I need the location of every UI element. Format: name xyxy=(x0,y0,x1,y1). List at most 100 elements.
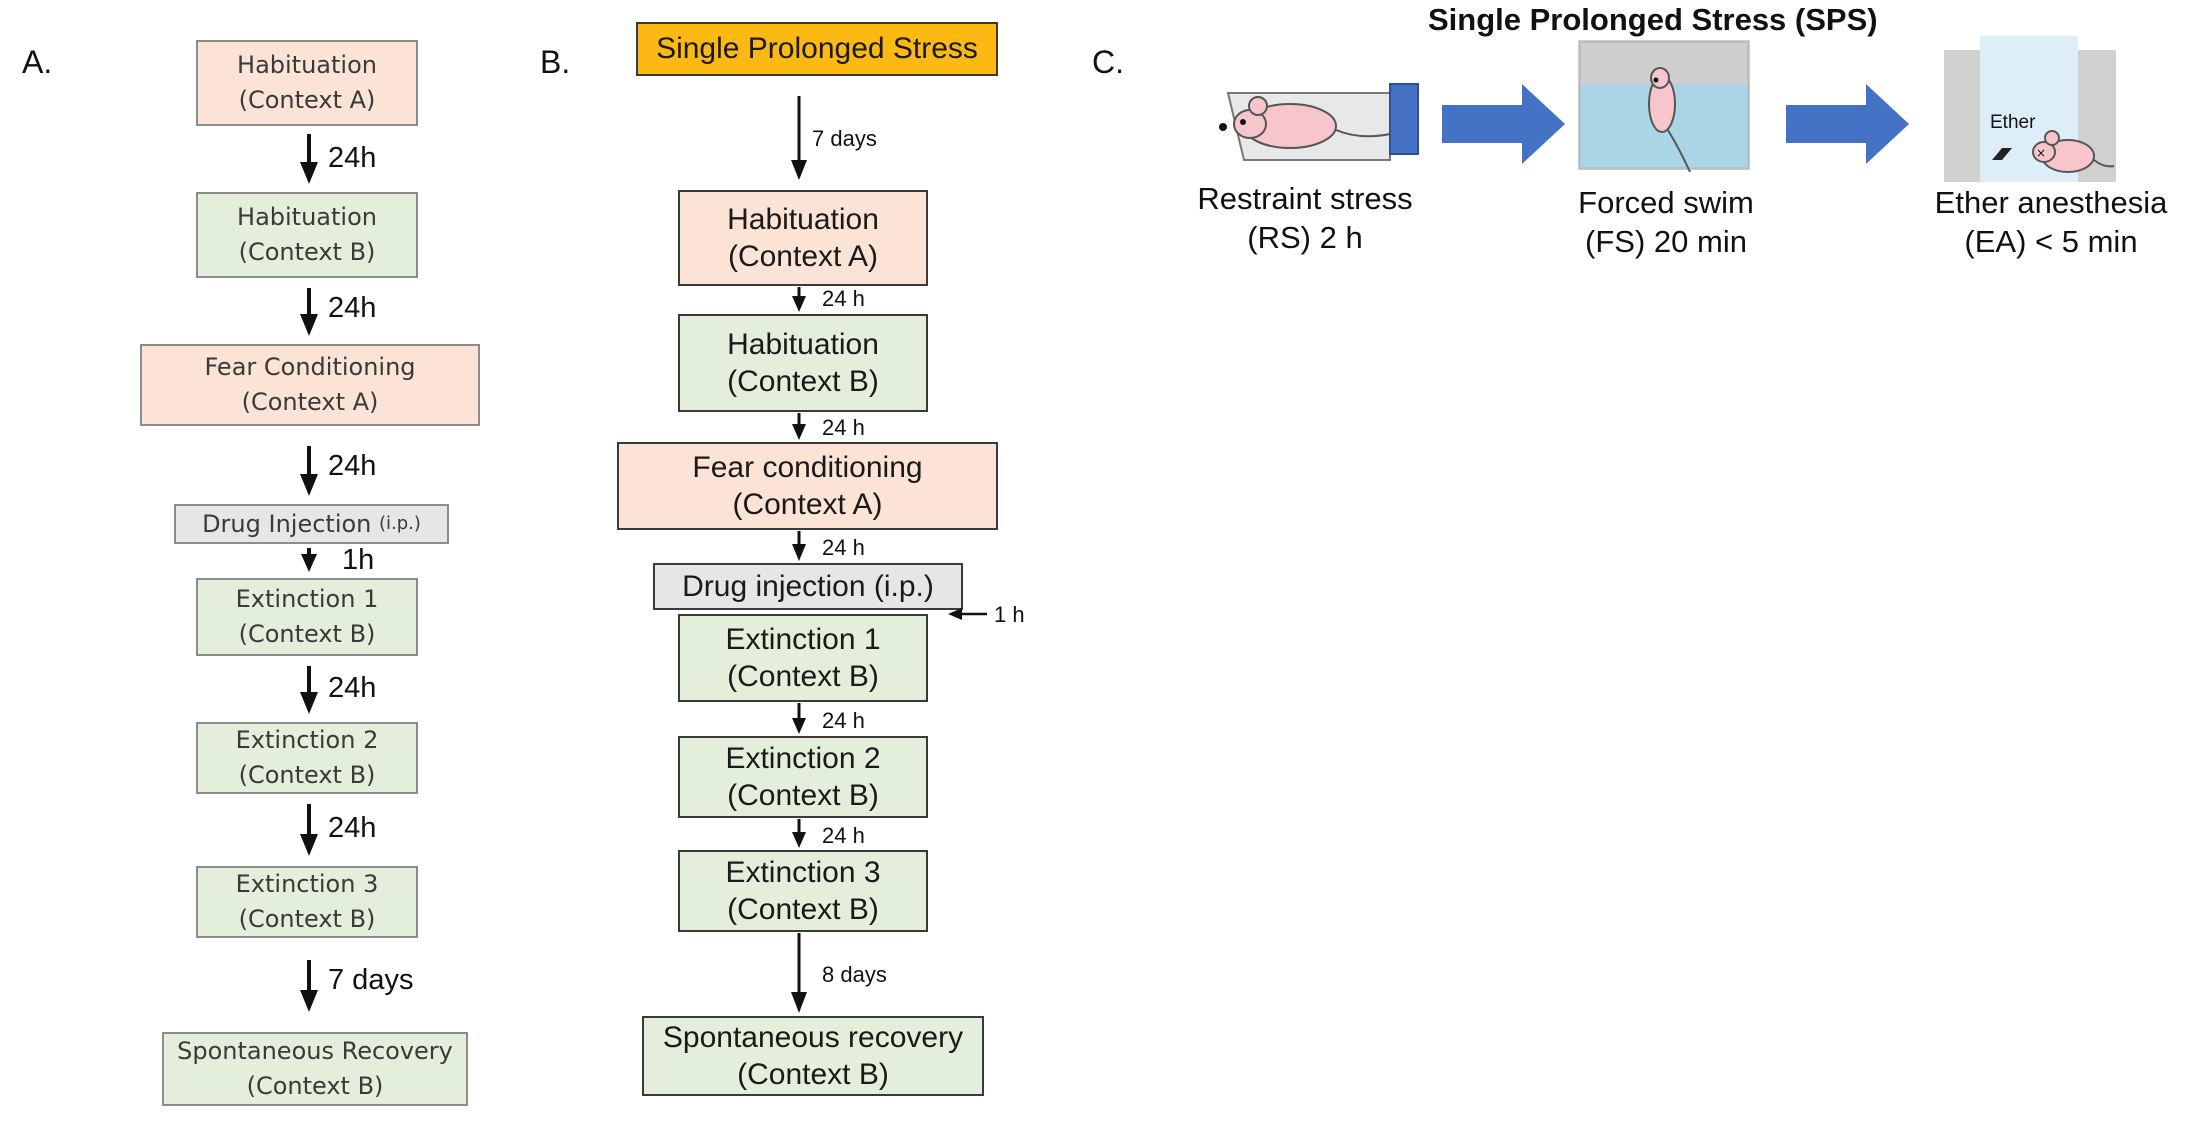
b-step-title: Extinction 2 xyxy=(725,741,881,775)
b-spontaneous-recovery-box: Spontaneous recovery (Context B) xyxy=(642,1016,984,1096)
b-step-context: (Context B) xyxy=(727,365,879,398)
a-interval-label: 24h xyxy=(328,812,377,844)
panel-c-label: C. xyxy=(1092,44,1124,80)
a-habituation-context-a-box: Habituation (Context A) xyxy=(196,40,418,126)
a-arrow-4 xyxy=(301,548,317,572)
a-step-title: Extinction 3 xyxy=(235,870,379,899)
b-interval-label: 24 h xyxy=(822,823,865,848)
b-extinction-2-box: Extinction 2 (Context B) xyxy=(678,736,928,818)
b-extinction-1-box: Extinction 1 (Context B) xyxy=(678,614,928,702)
a-step-title: Extinction 1 xyxy=(235,585,379,614)
a-step-context: (Context B) xyxy=(246,1072,384,1100)
a-step-route: (i.p.) xyxy=(379,512,421,534)
caption-line: (EA) < 5 min xyxy=(1964,223,2138,259)
a-extinction-2-box: Extinction 2 (Context B) xyxy=(196,722,418,794)
a-step-context: (Context B) xyxy=(238,761,376,789)
b-arrow-6 xyxy=(792,703,806,734)
restraint-tube-icon xyxy=(1219,83,1419,161)
b-step-title: Habituation xyxy=(727,327,879,361)
panel-a-label: A. xyxy=(22,44,53,80)
b-arrow-7 xyxy=(792,819,806,848)
b-interval-label: 7 days xyxy=(812,126,877,151)
a-habituation-context-b-box: Habituation (Context B) xyxy=(196,192,418,278)
caption-line: (FS) 20 min xyxy=(1585,223,1747,259)
caption-line: Restraint stress xyxy=(1197,181,1413,216)
b-step-title: Habituation xyxy=(727,202,879,236)
b-single-prolonged-stress-box: Single Prolonged Stress xyxy=(636,22,998,76)
b-drug-injection-box: Drug injection (i.p.) xyxy=(653,563,963,610)
b-arrow-4 xyxy=(792,531,806,561)
b-step-context: (Context A) xyxy=(732,488,883,521)
b-interval-label: 24 h xyxy=(822,286,865,311)
svg-text:×: × xyxy=(2036,146,2046,160)
b-habituation-context-b-box: Habituation (Context B) xyxy=(678,314,928,412)
b-interval-label: 24 h xyxy=(822,708,865,733)
b-arrow-1 xyxy=(791,96,807,180)
b-step-context: (Context B) xyxy=(727,893,879,926)
a-extinction-3-box: Extinction 3 (Context B) xyxy=(196,866,418,938)
a-arrow-2 xyxy=(300,288,318,336)
a-step-title: Habituation xyxy=(237,51,377,80)
b-interval-label: 24 h xyxy=(822,415,865,440)
b-step-context: (Context B) xyxy=(727,660,879,693)
a-step-title: Spontaneous Recovery xyxy=(177,1037,453,1066)
caption-line: Forced swim xyxy=(1578,185,1754,220)
a-extinction-1-box: Extinction 1 (Context B) xyxy=(196,578,418,656)
b-step-context: (Context A) xyxy=(727,240,879,273)
b-arrow-5 xyxy=(948,608,987,620)
a-interval-label: 24h xyxy=(328,672,377,704)
sps-arrow-2-icon xyxy=(1786,84,1909,164)
b-step-title: Extinction 1 xyxy=(725,622,881,656)
b-arrow-3 xyxy=(792,413,806,440)
a-arrow-5 xyxy=(300,666,318,714)
caption-line: Ether anesthesia xyxy=(1934,185,2168,220)
ether-anesthesia-caption: Ether anesthesia (EA) < 5 min xyxy=(1918,184,2184,262)
forced-swim-caption: Forced swim (FS) 20 min xyxy=(1536,184,1796,262)
b-arrow-2 xyxy=(792,287,806,312)
a-step-title: Habituation xyxy=(237,203,377,232)
a-interval-label: 7 days xyxy=(328,964,414,996)
b-interval-label: 8 days xyxy=(822,962,887,987)
a-step-title: Extinction 2 xyxy=(235,726,379,755)
sps-arrow-1-icon xyxy=(1442,84,1565,164)
swim-tank-icon xyxy=(1578,40,1750,173)
sps-title: Single Prolonged Stress (SPS) xyxy=(1428,2,1878,37)
a-drug-injection-box: Drug Injection (i.p.) xyxy=(174,504,449,544)
b-arrow-8 xyxy=(791,933,807,1013)
a-interval-label: 24h xyxy=(328,142,377,174)
a-spontaneous-recovery-box: Spontaneous Recovery (Context B) xyxy=(162,1032,468,1106)
a-arrow-6 xyxy=(300,804,318,856)
ether-label: Ether xyxy=(1990,112,2036,133)
b-step-title: Spontaneous recovery xyxy=(662,1020,964,1054)
a-arrow-3 xyxy=(300,446,318,496)
b-step-context: (Context B) xyxy=(727,779,879,812)
b-step-title: Fear conditioning xyxy=(692,450,923,484)
a-step-context: (Context A) xyxy=(238,86,376,114)
a-step-title: Drug Injection xyxy=(202,509,372,538)
caption-line: (RS) 2 h xyxy=(1247,219,1363,255)
a-arrow-7 xyxy=(300,960,318,1012)
a-step-context: (Context B) xyxy=(238,620,376,648)
a-interval-label: 24h xyxy=(328,292,377,324)
ether-chamber-icon: × xyxy=(1944,36,2116,182)
a-fear-conditioning-box: Fear Conditioning (Context A) xyxy=(140,344,480,426)
a-interval-label: 1h xyxy=(342,544,375,576)
b-step-context: (Context B) xyxy=(737,1058,889,1091)
a-step-context: (Context B) xyxy=(238,905,376,933)
panel-b-label: B. xyxy=(540,44,571,80)
b-fear-conditioning-box: Fear conditioning (Context A) xyxy=(617,442,998,530)
a-step-context: (Context A) xyxy=(241,388,379,416)
b-extinction-3-box: Extinction 3 (Context B) xyxy=(678,850,928,932)
restraint-stress-caption: Restraint stress (RS) 2 h xyxy=(1175,180,1435,258)
a-interval-label: 24h xyxy=(328,450,377,482)
b-interval-label: 1 h xyxy=(994,602,1025,627)
b-step-title: Extinction 3 xyxy=(725,855,881,889)
b-interval-label: 24 h xyxy=(822,535,865,560)
a-arrow-1 xyxy=(300,134,318,184)
b-step-title: Drug injection (i.p.) xyxy=(682,569,934,603)
a-step-context: (Context B) xyxy=(238,238,376,266)
a-step-title: Fear Conditioning xyxy=(204,353,416,382)
b-start-title: Single Prolonged Stress xyxy=(656,32,978,66)
